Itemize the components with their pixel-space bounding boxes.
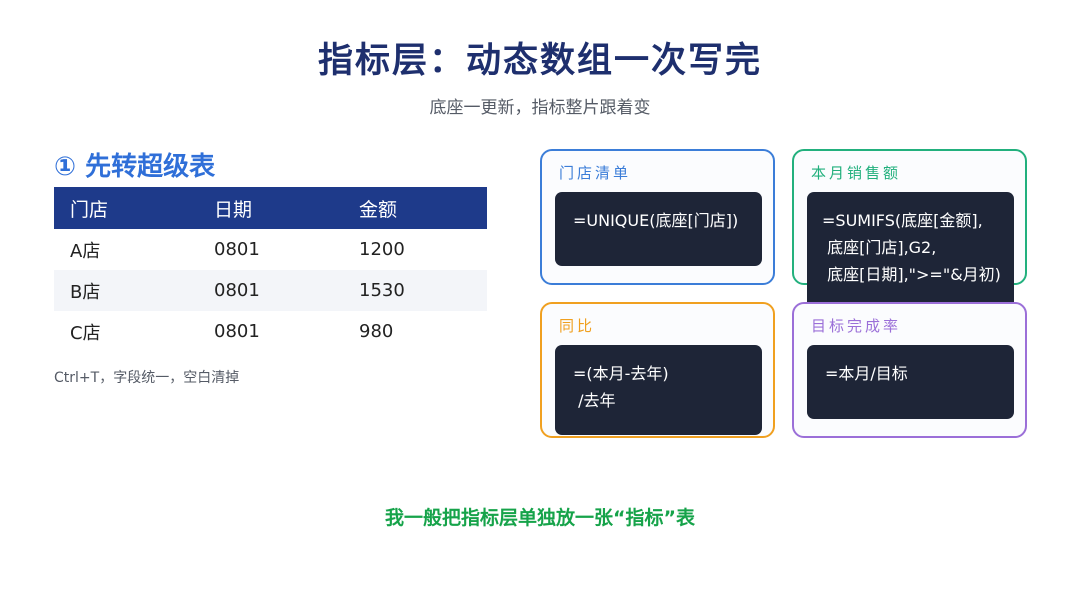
section-title: ① 先转超级表: [54, 152, 216, 182]
card-target-rate: 目标完成率 =本月/目标: [792, 302, 1027, 438]
column-header-store: 门店: [54, 187, 214, 229]
card-label: 同比: [559, 317, 596, 335]
cell-amount: 1530: [359, 270, 487, 311]
cell-amount: 980: [359, 321, 394, 342]
footer-note: 我一般把指标层单独放一张“指标”表: [385, 507, 695, 529]
card-label: 本月销售额: [811, 164, 902, 182]
table-row: B店 0801 1530: [54, 270, 487, 311]
card-monthly-sales: 本月销售额 =SUMIFS(底座[金额], 底座[门店],G2, 底座[日期],…: [792, 149, 1027, 342]
page-subtitle: 底座一更新，指标整片跟着变: [429, 98, 651, 118]
formula-block: =UNIQUE(底座[门店]): [555, 192, 762, 266]
page-title: 指标层：动态数组一次写完: [317, 41, 762, 81]
card-store-list: 门店清单 =UNIQUE(底座[门店]): [540, 149, 775, 285]
table-row: C店 0801 980: [54, 311, 487, 352]
cell-date: 0801: [214, 239, 260, 260]
card-label: 目标完成率: [811, 317, 902, 335]
cell-date: 0801: [214, 321, 260, 342]
table-note: Ctrl+T，字段统一，空白清掉: [54, 370, 240, 386]
column-header-amount: 金额: [359, 187, 487, 229]
formula-block: =(本月-去年) /去年: [555, 345, 762, 435]
table-header-row: 门店 日期 金额: [54, 187, 487, 229]
cell-store: C店: [70, 322, 101, 344]
cell-store: B店: [54, 270, 214, 311]
cell-date: 0801: [214, 270, 359, 311]
table-row: A店 0801 1200: [54, 229, 487, 270]
cell-amount: 1200: [359, 239, 405, 260]
column-header-date: 日期: [214, 187, 359, 229]
card-label: 门店清单: [559, 164, 632, 182]
super-table: 门店 日期 金额 A店 0801 1200 B店 0801 1530 C店 08…: [54, 187, 487, 352]
formula-block: =本月/目标: [807, 345, 1014, 419]
card-yoy: 同比 =(本月-去年) /去年: [540, 302, 775, 438]
cell-store: A店: [70, 240, 101, 262]
